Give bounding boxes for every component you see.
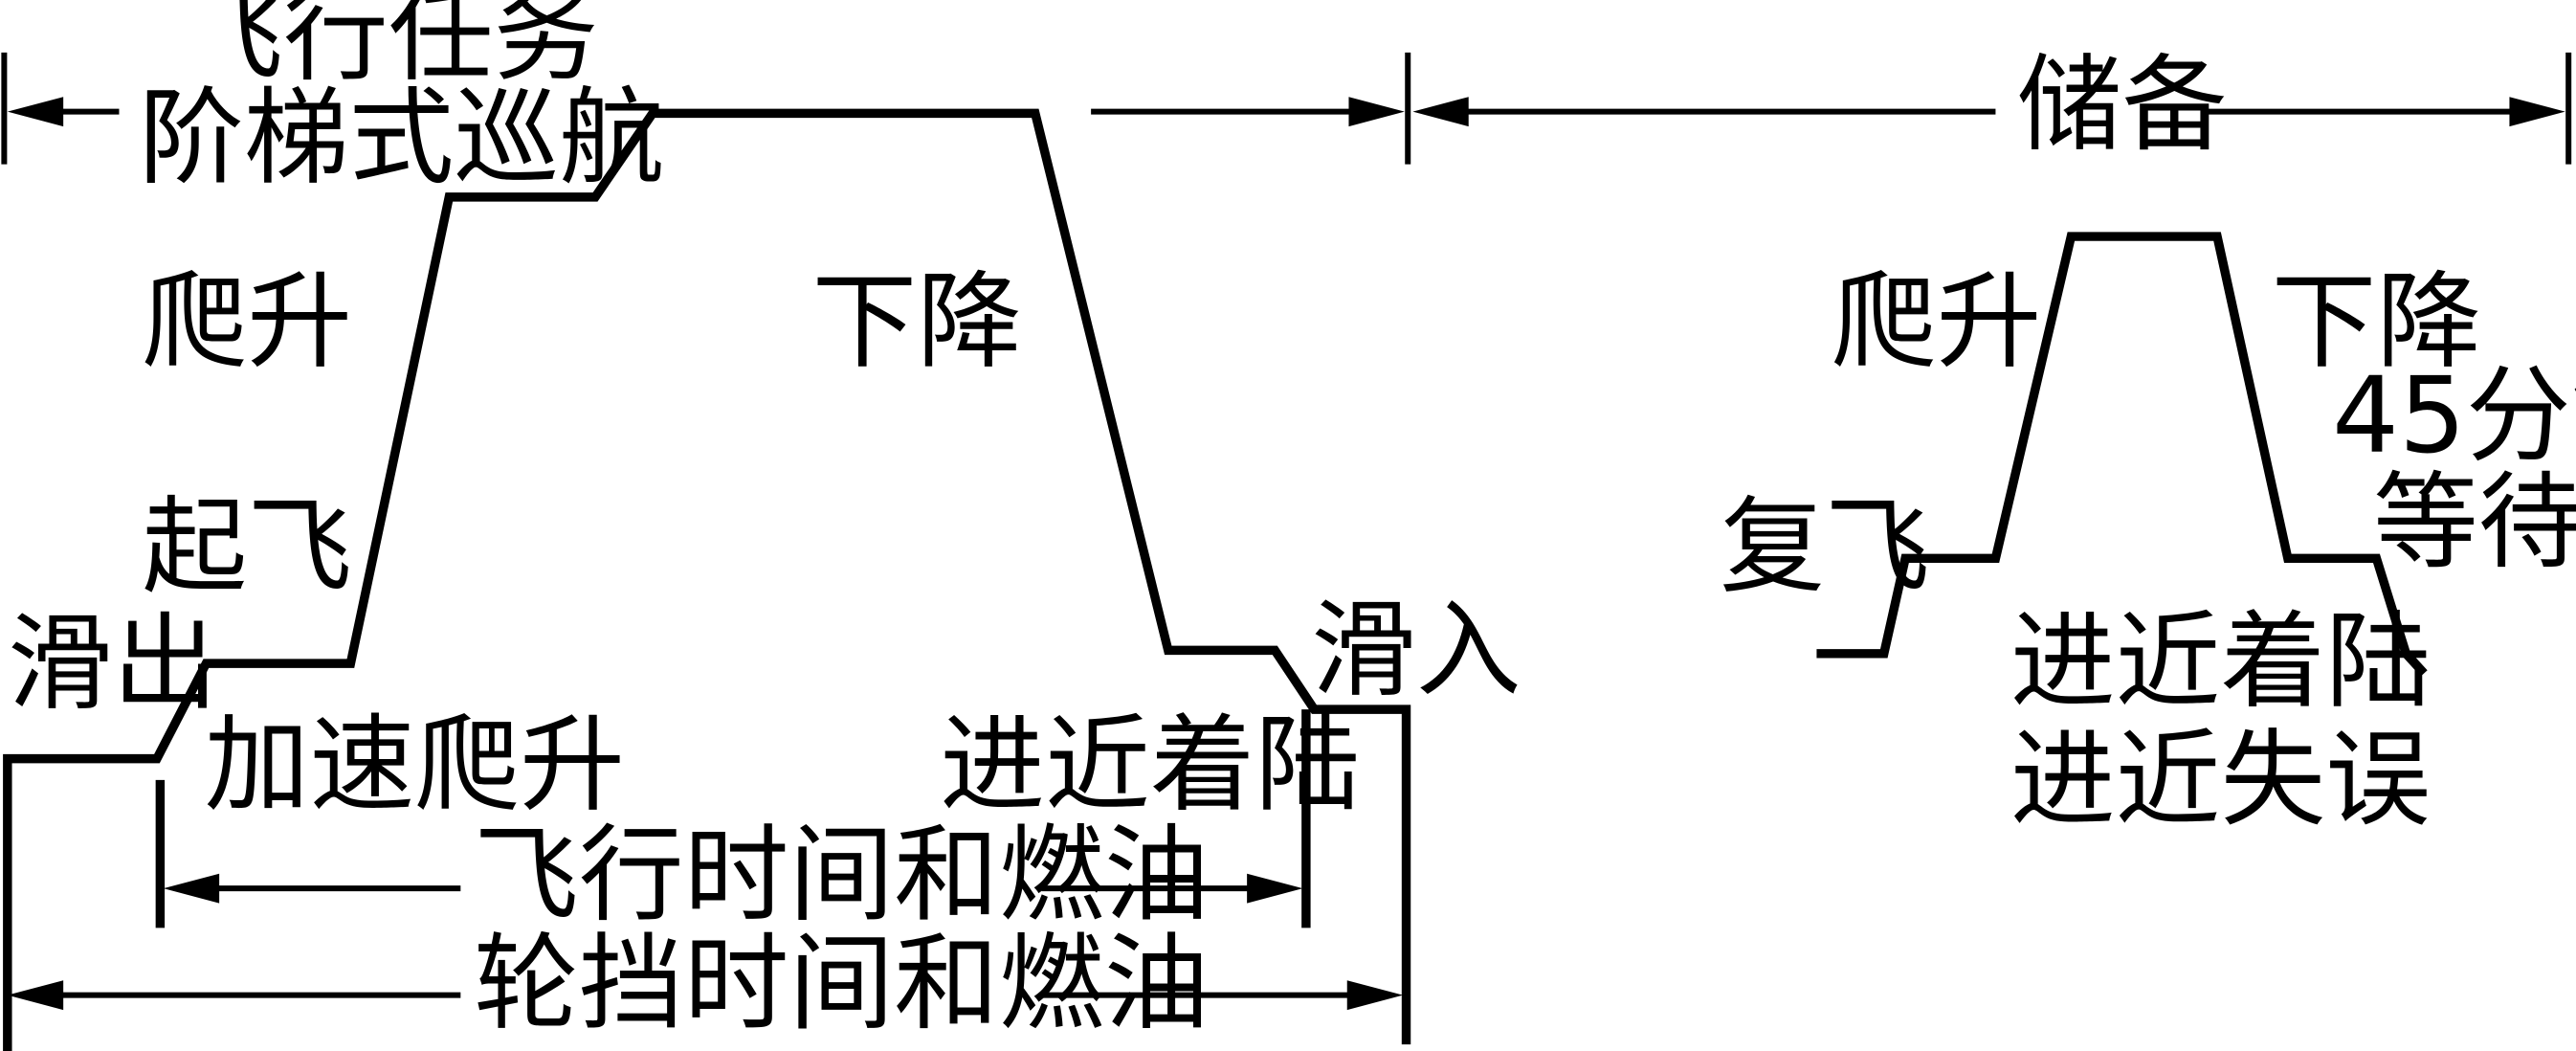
block-time-right-arrowhead (1346, 980, 1404, 1011)
flight-time-left-arrowhead (163, 873, 220, 904)
hold-time-label: 45分钟 (2332, 354, 2576, 477)
taxi-in-label: 滑入 (1311, 589, 1521, 711)
accel-climb-label: 加速爬升 (205, 704, 625, 826)
approach-landing-label: 进近着陆 (940, 704, 1360, 826)
reserve-right-arrowhead (2509, 97, 2565, 127)
missed-approach-label: 进近失误 (2010, 719, 2431, 841)
reserve-label: 储备 (2017, 44, 2228, 167)
mission-label: 飞行任务 (178, 0, 598, 96)
block-time-left-arrowhead (7, 980, 64, 1011)
descent-label: 下降 (811, 260, 1022, 383)
reserve-climb-label: 爬升 (1832, 260, 2042, 383)
step-cruise-label: 阶梯式巡航 (139, 77, 664, 199)
reserve-flight-profile (1816, 232, 2428, 677)
mission-right-arrowhead (1348, 97, 1405, 127)
flight-time-right-arrowhead (1247, 873, 1303, 904)
reserve-left-arrowhead (1412, 97, 1469, 127)
reserve-approach-landing-label: 进近着陆 (2010, 600, 2431, 723)
hold-wait-label: 等待 (2373, 460, 2576, 583)
flight-time-fuel-label: 飞行时间和燃油 (474, 814, 1210, 936)
taxi-out-label: 滑出 (8, 602, 218, 725)
go-around-label: 复飞 (1720, 485, 1930, 608)
mission-flight-profile (3, 108, 1411, 1051)
takeoff-label: 起飞 (142, 485, 352, 608)
block-time-fuel-label: 轮挡时间和燃油 (474, 922, 1210, 1044)
reserve-descent-label: 下降 (2272, 260, 2482, 383)
mission-left-arrowhead (7, 97, 64, 127)
climb-label: 爬升 (142, 260, 352, 383)
